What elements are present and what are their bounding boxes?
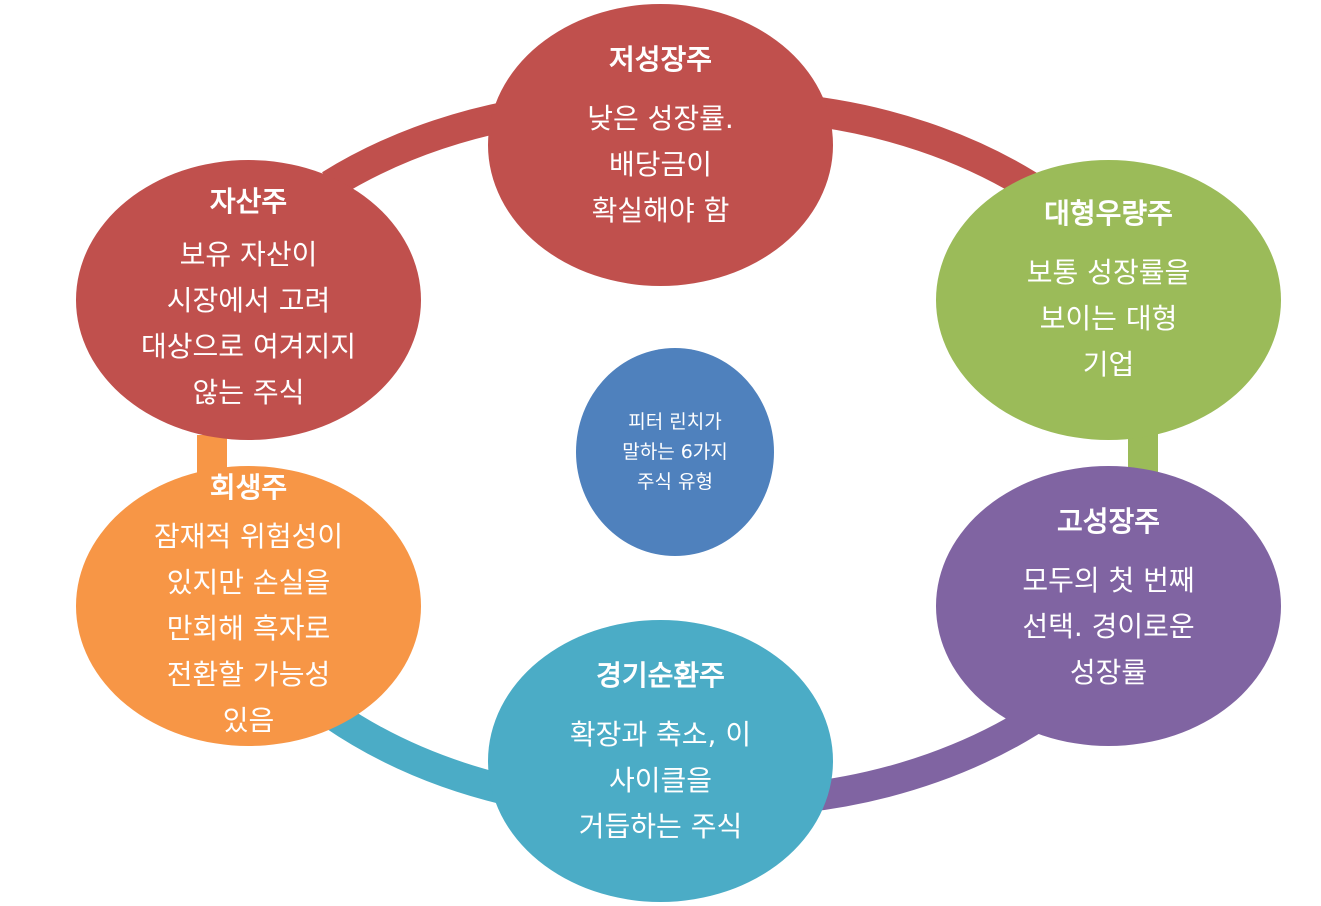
node-title: 고성장주 [1056, 505, 1161, 538]
node-title: 회생주 [209, 471, 288, 504]
center-label: 피터 린치가 말하는 6가지 주식 유형 [622, 411, 728, 493]
node-description: 낮은 성장률. 배당금이 확실해야 함 [587, 102, 734, 227]
node-title: 대형우량주 [1044, 197, 1173, 230]
node-description: 모두의 첫 번째 선택. 경이로운 성장률 [1022, 564, 1195, 689]
node-cyclicals: 경기순환주 확장과 축소, 이 사이클을 거듭하는 주식 [488, 620, 833, 902]
node-turnarounds: 회생주 잠재적 위험성이 있지만 손실을 만회해 흑자로 전환할 가능성 있음 [76, 466, 421, 746]
node-title: 경기순환주 [596, 659, 725, 692]
node-asset-plays: 자산주 보유 자산이 시장에서 고려 대상으로 여겨지지 않는 주식 [76, 160, 421, 440]
node-description: 확장과 축소, 이 사이클을 거듭하는 주식 [569, 718, 752, 843]
center-topic: 피터 린치가 말하는 6가지 주식 유형 [576, 348, 774, 556]
node-title: 자산주 [209, 185, 288, 218]
node-stalwarts: 대형우량주 보통 성장률을 보이는 대형 기업 [936, 160, 1281, 440]
node-title: 저성장주 [608, 43, 713, 76]
arc-segment-fast-to-cyclical [798, 697, 1057, 813]
node-description: 보유 자산이 시장에서 고려 대상으로 여겨지지 않는 주식 [141, 238, 356, 409]
node-description: 보통 성장률을 보이는 대형 기업 [1026, 256, 1191, 381]
node-slow-growers: 저성장주 낮은 성장률. 배당금이 확실해야 함 [488, 4, 833, 286]
arc-segment-cyclical-to-turnaround [324, 702, 510, 805]
node-description: 잠재적 위험성이 있지만 손실을 만회해 흑자로 전환할 가능성 있음 [153, 520, 344, 737]
node-fast-growers: 고성장주 모두의 첫 번째 선택. 경이로운 성장률 [936, 466, 1281, 746]
